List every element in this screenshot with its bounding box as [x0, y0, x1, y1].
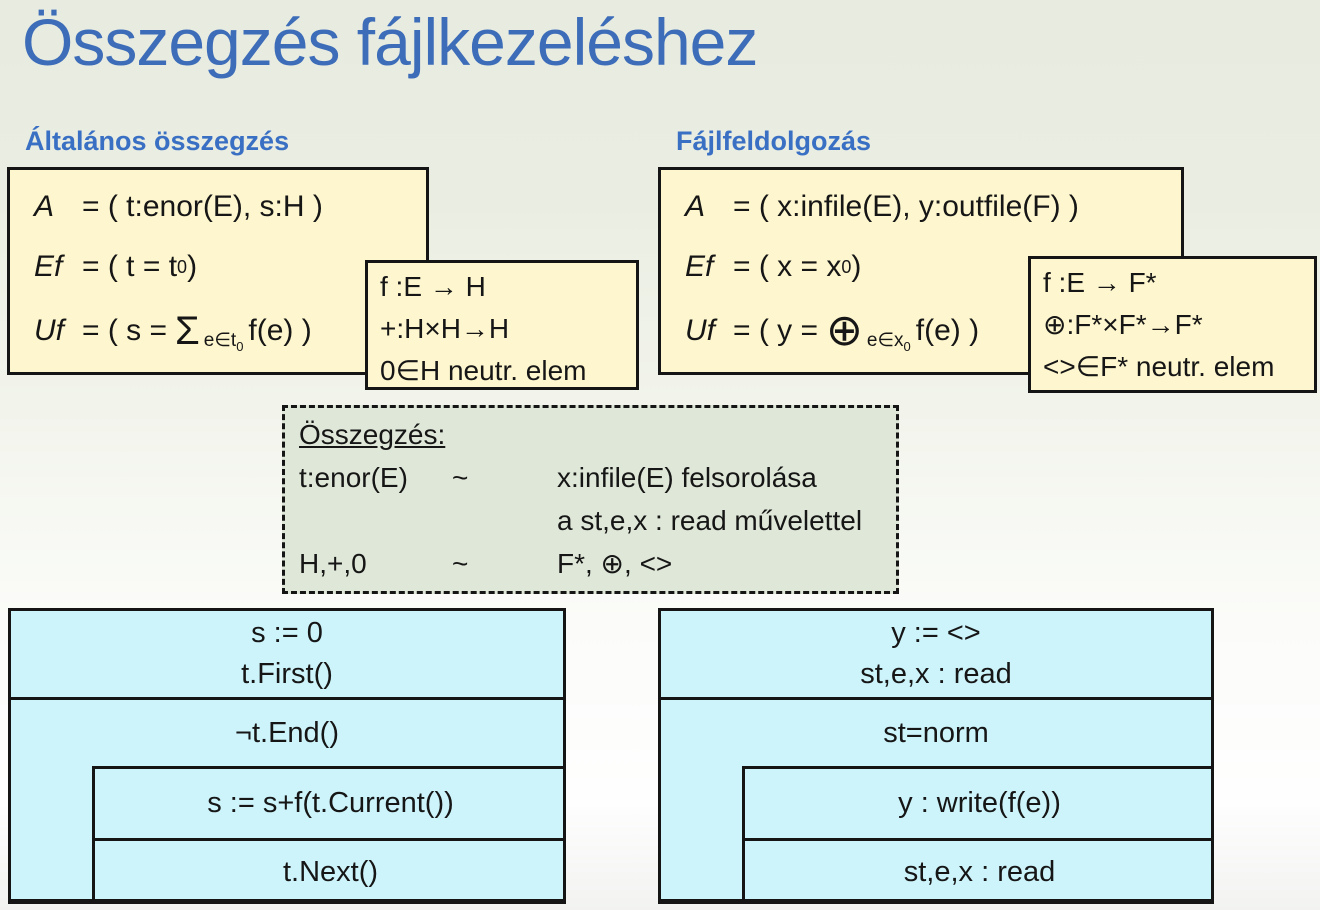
state-symbol: A — [685, 190, 706, 223]
note-right: F*, ⊕, <> — [557, 548, 673, 579]
body-cell: st,e,x : read — [745, 841, 1214, 904]
ops-line: f :E → F* — [1043, 267, 1157, 298]
init-cell: s := 0 t.First() — [11, 611, 563, 700]
loop-condition: ¬t.End() — [235, 716, 339, 749]
ops-line: ⊕:F*×F*→F* — [1043, 309, 1203, 340]
pre-close: ) — [851, 250, 862, 283]
note-title: Összegzés: — [299, 419, 446, 450]
file-operations-box: f :E → F* ⊕:F*×F*→F* <>∈F* neutr. elem — [1028, 256, 1317, 393]
ops-line: f :E → H — [380, 271, 486, 302]
pre-symbol: Ef — [34, 250, 63, 283]
loop-body: y : write(f(e)) st,e,x : read — [742, 766, 1214, 904]
body-cell: s := s+f(t.Current()) — [95, 769, 566, 841]
file-spec-post-line: Uf = ( y = ⊕ e∈x0 f(e) ) — [685, 306, 980, 355]
general-operations-box: f :E → H +:H×H→H 0∈H neutr. elem — [365, 260, 639, 390]
init-cell: y := <> st,e,x : read — [661, 611, 1211, 700]
sum-index-main: e∈x — [866, 329, 904, 351]
sum-index: e∈x0 — [866, 329, 911, 354]
heading-general-summation: Általános összegzés — [25, 126, 290, 156]
note-right: a st,e,x : read művelettel — [557, 505, 863, 536]
pre-value: = ( x = x — [733, 250, 842, 283]
note-right: x:infile(E) felsorolása — [557, 462, 817, 493]
init-line: y := <> — [891, 617, 981, 649]
body-statement: t.Next() — [282, 856, 379, 888]
sum-index-sub: 0 — [903, 338, 911, 354]
init-line: t.First() — [241, 658, 333, 690]
pre-value: = ( t = t — [82, 250, 178, 283]
body-statement: s := s+f(t.Current()) — [207, 787, 454, 819]
note-left: t:enor(E) — [299, 462, 408, 493]
note-tilde: ~ — [452, 548, 469, 579]
note-row: H,+,0 ~ F*, ⊕, <> — [299, 542, 896, 585]
note-row: t:enor(E) ~ x:infile(E) felsorolása — [299, 456, 896, 499]
general-structogram: s := 0 t.First() ¬t.End() s := s+f(t.Cur… — [8, 608, 566, 904]
correspondence-note: Összegzés: t:enor(E) ~ x:infile(E) felso… — [282, 405, 899, 594]
loop-body: s := s+f(t.Current()) t.Next() — [92, 766, 566, 904]
slide-title: Összegzés fájlkezeléshez — [22, 5, 758, 79]
init-line: s := 0 — [251, 617, 323, 649]
note-left: H,+,0 — [299, 548, 367, 579]
pre-close: ) — [187, 250, 198, 283]
body-cell: t.Next() — [95, 841, 566, 904]
file-spec-state-line: A = ( x:infile(E), y:outfile(F) ) — [685, 178, 1181, 236]
loop-condition-cell: ¬t.End() — [11, 700, 563, 766]
post-symbol: Uf — [34, 314, 64, 347]
state-value: = ( x:infile(E), y:outfile(F) ) — [733, 190, 1079, 223]
post-symbol: Uf — [685, 314, 715, 347]
ops-line: 0∈H neutr. elem — [380, 355, 587, 386]
ops-line: +:H×H→H — [380, 313, 510, 344]
pre-symbol: Ef — [685, 250, 714, 283]
body-cell: y : write(f(e)) — [745, 769, 1214, 841]
note-tilde: ~ — [452, 462, 469, 493]
note-left — [299, 499, 452, 542]
heading-file-processing: Fájlfeldolgozás — [676, 126, 872, 156]
file-structogram: y := <> st,e,x : read st=norm y : write(… — [658, 608, 1214, 904]
sum-index-main: e∈t — [203, 329, 237, 351]
state-symbol: A — [34, 190, 55, 223]
post-pre: = ( y = — [733, 314, 819, 347]
sum-index-sub: 0 — [236, 338, 244, 354]
loop-condition: st=norm — [883, 716, 989, 749]
general-spec-post-line: Uf = ( s = Σ e∈t0 f(e) ) — [34, 309, 312, 354]
ops-line: <>∈F* neutr. elem — [1043, 351, 1275, 382]
sum-index: e∈t0 — [203, 329, 244, 354]
note-tilde — [452, 499, 557, 542]
state-value: = ( t:enor(E), s:H ) — [82, 190, 323, 223]
body-statement: y : write(f(e)) — [898, 787, 1061, 819]
general-spec-state-line: A = ( t:enor(E), s:H ) — [34, 178, 426, 236]
post-post: f(e) ) — [915, 314, 980, 347]
init-line: st,e,x : read — [860, 658, 1012, 690]
post-post: f(e) ) — [248, 314, 312, 347]
post-pre: = ( s = — [82, 314, 168, 347]
note-row: a st,e,x : read művelettel — [299, 499, 896, 542]
body-statement: st,e,x : read — [903, 856, 1056, 888]
loop-condition-cell: st=norm — [661, 700, 1211, 766]
